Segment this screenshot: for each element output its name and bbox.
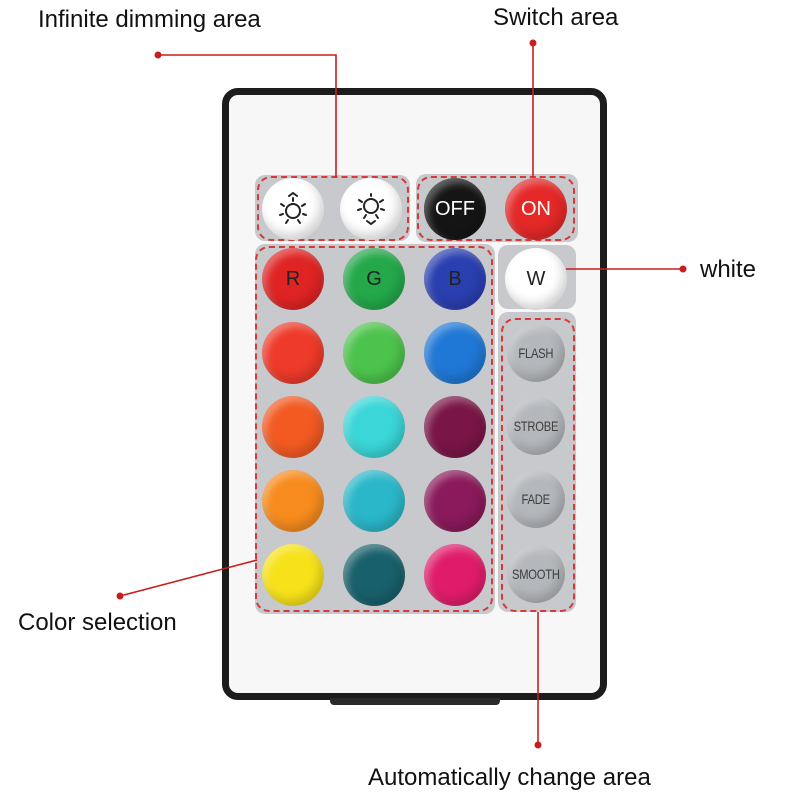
color-button-g[interactable]: G	[343, 248, 405, 310]
color-button-red-orange[interactable]	[262, 322, 324, 384]
switch-area-label: Switch area	[493, 4, 619, 31]
color-button-sky-blue[interactable]	[424, 322, 486, 384]
color-button-r-label: R	[285, 267, 301, 290]
color-button-dark-teal[interactable]	[343, 544, 405, 606]
on-button[interactable]: ON	[505, 178, 567, 240]
off-button[interactable]: OFF	[424, 178, 486, 240]
color-button-teal[interactable]	[343, 470, 405, 532]
auto-change-zone	[501, 318, 575, 612]
brightness-down-icon	[357, 193, 385, 226]
color-leader-dot	[116, 592, 124, 600]
color-button-orange-red[interactable]	[262, 396, 324, 458]
color-button-plum[interactable]	[424, 396, 486, 458]
color-button-g-label: G	[366, 267, 382, 290]
switch-leader-dot	[529, 39, 537, 47]
flash-button[interactable]: FLASH	[507, 324, 565, 382]
on-button-label: ON	[521, 197, 551, 220]
fade-button[interactable]: FADE	[507, 470, 565, 528]
dimming-zone	[257, 176, 409, 241]
flash-button-label: FLASH	[518, 345, 554, 361]
remote-bottom-edge	[330, 698, 500, 705]
brightness-up-button[interactable]	[262, 178, 324, 240]
smooth-button[interactable]: SMOOTH	[507, 545, 565, 603]
brightness-up-icon	[279, 192, 307, 224]
strobe-button-label: STROBE	[513, 418, 559, 434]
color-selection-label: Color selection	[18, 609, 177, 636]
color-button-purple[interactable]	[424, 470, 486, 532]
dimming-area-label: Infinite dimming area	[38, 6, 261, 33]
color-leader-line	[119, 559, 258, 597]
white-button[interactable]: W	[505, 248, 567, 310]
smooth-button-label: SMOOTH	[512, 566, 560, 582]
white-button-label: W	[526, 267, 546, 290]
color-button-cyan[interactable]	[343, 396, 405, 458]
off-button-label: OFF	[435, 197, 475, 220]
auto-change-area-label: Automatically change area	[368, 764, 651, 791]
color-button-b[interactable]: B	[424, 248, 486, 310]
color-button-yellow[interactable]	[262, 544, 324, 606]
dimming-leader-line	[158, 54, 337, 177]
color-button-b-label: B	[448, 267, 462, 290]
color-button-pink[interactable]	[424, 544, 486, 606]
fade-button-label: FADE	[521, 491, 551, 507]
color-button-orange[interactable]	[262, 470, 324, 532]
color-selection-zone	[255, 246, 493, 612]
white-leader-dot	[679, 265, 687, 273]
brightness-down-button[interactable]	[340, 178, 402, 240]
switch-zone	[417, 176, 575, 241]
auto-leader-dot	[534, 741, 542, 749]
color-button-r[interactable]: R	[262, 248, 324, 310]
color-button-light-green[interactable]	[343, 322, 405, 384]
strobe-button[interactable]: STROBE	[507, 397, 565, 455]
dimming-leader-dot	[154, 51, 162, 59]
white-label: white	[700, 256, 757, 283]
